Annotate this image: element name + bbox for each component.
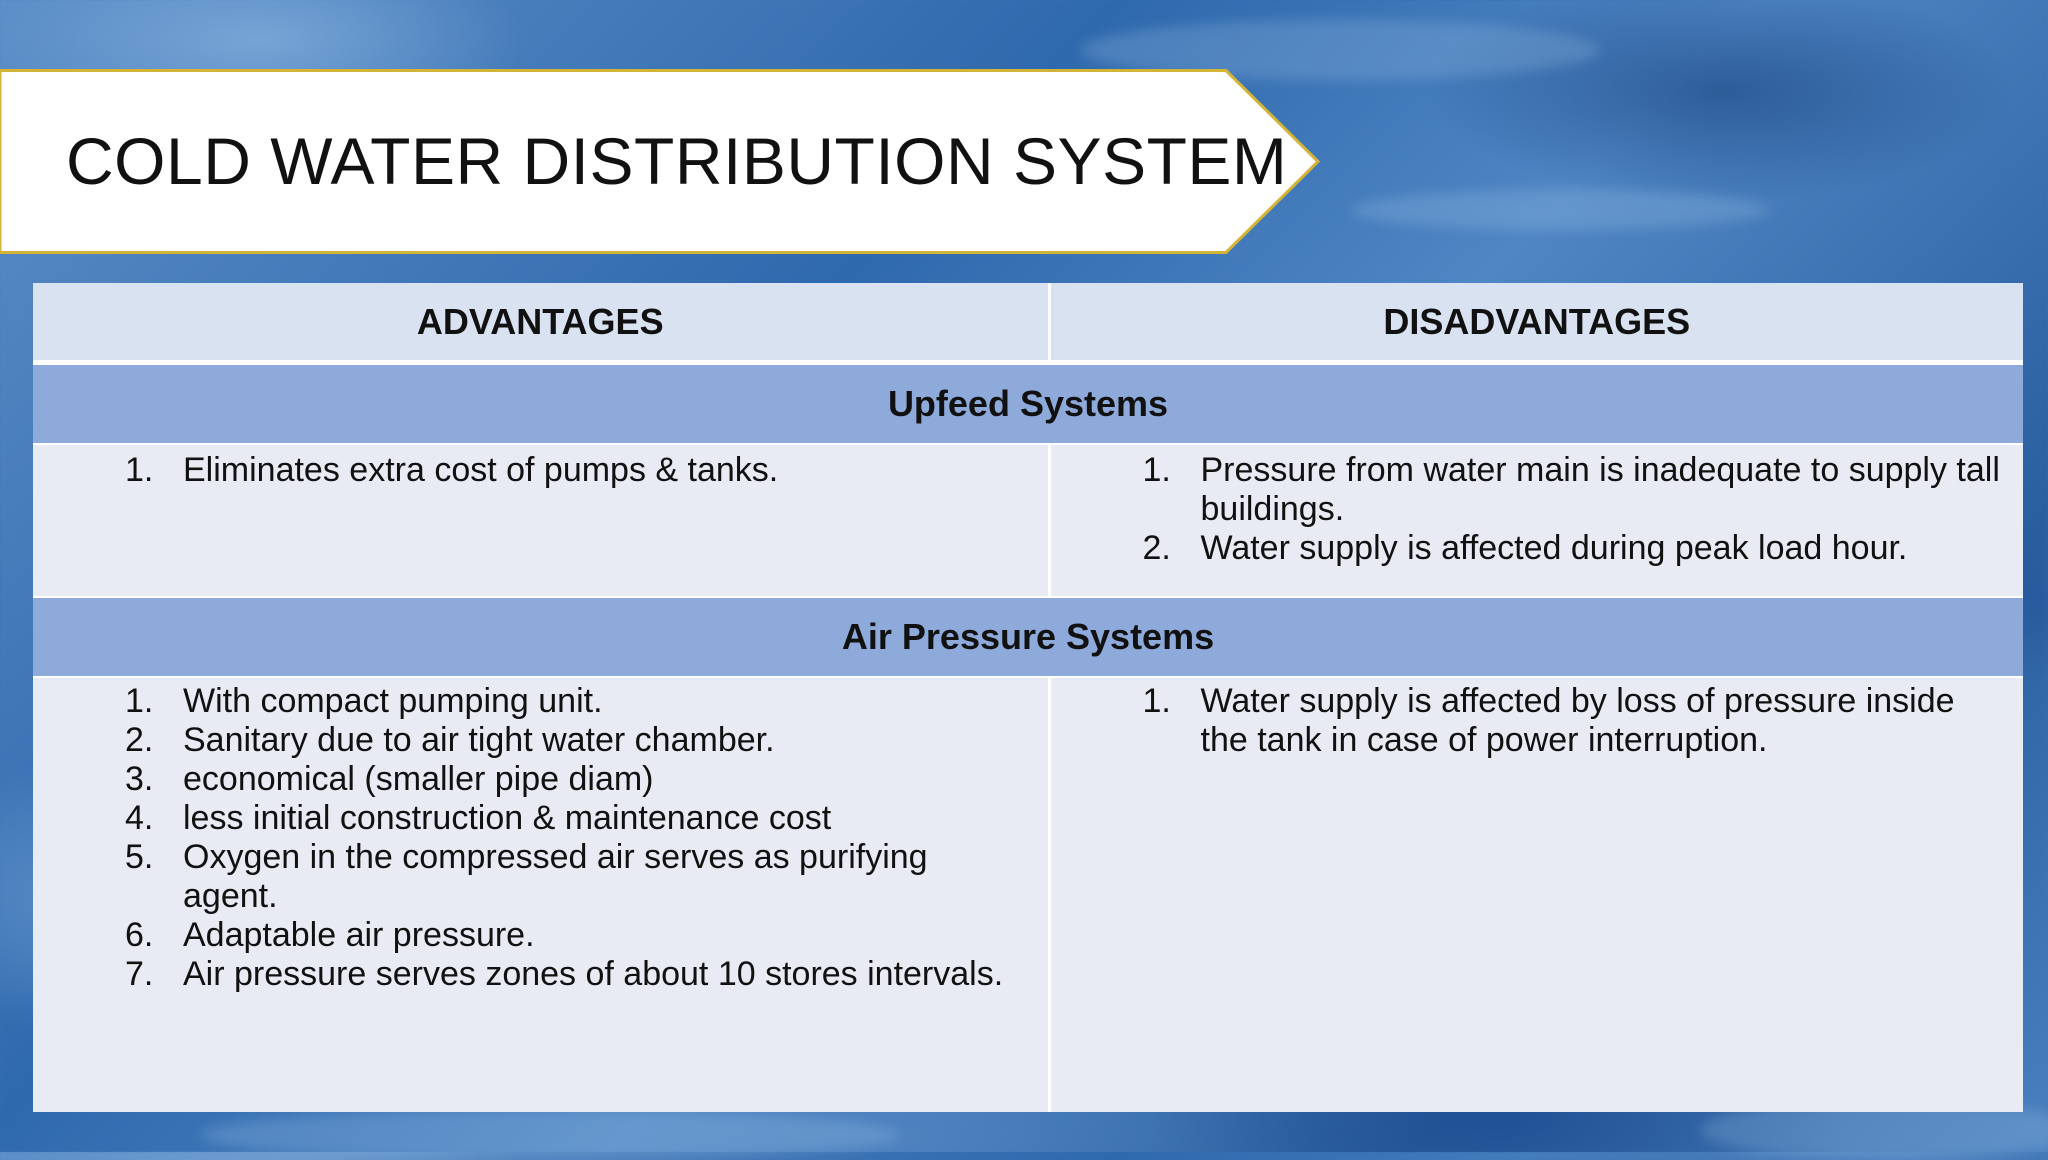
list-number: 4. xyxy=(125,799,154,837)
list-number: 5. xyxy=(125,838,154,876)
background-texture xyxy=(1350,190,1770,230)
list-number: 1. xyxy=(1142,682,1171,720)
list-text: Eliminates extra cost of pumps & tanks. xyxy=(183,451,779,489)
list-text: Air pressure serves zones of about 10 st… xyxy=(183,955,1004,993)
section-title-upfeed: Upfeed Systems xyxy=(33,362,2023,445)
air-pressure-disadvantages-cell: 1. Water supply is affected by loss of pr… xyxy=(1049,677,2023,1112)
background-texture xyxy=(200,1110,900,1160)
upfeed-advantages-cell: 1. Eliminates extra cost of pumps & tanks… xyxy=(33,444,1051,598)
upfeed-disadvantages-cell: 1. Pressure from water main is inadequate… xyxy=(1049,444,2024,598)
disadvantages-header: DISADVANTAGES xyxy=(1049,283,2023,365)
list-text: less initial construction & maintenance … xyxy=(183,799,832,837)
section-title-air-pressure: Air Pressure Systems xyxy=(33,597,2023,678)
list-number: 6. xyxy=(125,916,154,954)
list-item: 2. Water supply is affected during peak l… xyxy=(1051,529,2024,568)
list-number: 1. xyxy=(125,682,154,720)
list-number: 2. xyxy=(125,721,154,759)
list-number: 1. xyxy=(125,451,154,489)
list-text: Water supply is affected during peak loa… xyxy=(1200,529,1908,567)
upfeed-disadvantages-list: 1. Pressure from water main is inadequate… xyxy=(1051,451,2024,568)
list-number: 1. xyxy=(1142,451,1171,489)
advantages-header: ADVANTAGES xyxy=(33,283,1051,365)
list-text: Adaptable air pressure. xyxy=(183,916,535,954)
list-text: Pressure from water main is inadequate t… xyxy=(1200,451,2000,528)
table-header-row: ADVANTAGES DISADVANTAGES xyxy=(33,283,2023,365)
list-item: 1. Eliminates extra cost of pumps & tanks… xyxy=(33,451,1048,490)
list-text: economical (smaller pipe diam) xyxy=(183,760,654,798)
list-text: Sanitary due to air tight water chamber. xyxy=(183,721,775,759)
list-item: 3. economical (smaller pipe diam) xyxy=(33,760,1048,799)
list-item: 7. Air pressure serves zones of about 10 … xyxy=(33,955,1048,994)
air-pressure-advantages-cell: 1. With compact pumping unit. 2. Sanitary … xyxy=(33,677,1051,1112)
list-item: 2. Sanitary due to air tight water chambe… xyxy=(33,721,1048,760)
section-row-air-pressure: Air Pressure Systems xyxy=(33,597,2023,678)
list-item: 1. Water supply is affected by loss of pr… xyxy=(1051,682,2024,760)
title-banner-shape xyxy=(0,69,1321,254)
section-row-upfeed: Upfeed Systems xyxy=(33,362,2023,445)
list-item: 1. Pressure from water main is inadequate… xyxy=(1051,451,2024,529)
air-pressure-advantages-list: 1. With compact pumping unit. 2. Sanitary … xyxy=(33,682,1048,994)
table-row-air-pressure: 1. With compact pumping unit. 2. Sanitary … xyxy=(33,677,2023,1112)
list-item: 5. Oxygen in the compressed air serves as… xyxy=(33,838,1048,916)
upfeed-advantages-list: 1. Eliminates extra cost of pumps & tanks… xyxy=(33,451,1048,490)
list-text: Oxygen in the compressed air serves as p… xyxy=(183,838,928,915)
list-text: With compact pumping unit. xyxy=(183,682,603,720)
comparison-table: ADVANTAGES DISADVANTAGES Upfeed Systems … xyxy=(33,283,2023,1112)
list-item: 4. less initial construction & maintenanc… xyxy=(33,799,1048,838)
title-banner: COLD WATER DISTRIBUTION SYSTEM xyxy=(0,69,1322,254)
list-item: 6. Adaptable air pressure. xyxy=(33,916,1048,955)
air-pressure-disadvantages-list: 1. Water supply is affected by loss of pr… xyxy=(1051,682,2024,760)
table-row-upfeed: 1. Eliminates extra cost of pumps & tanks… xyxy=(33,444,2024,598)
slide-title: COLD WATER DISTRIBUTION SYSTEM xyxy=(66,124,1288,198)
list-text: Water supply is affected by loss of pres… xyxy=(1200,682,1955,759)
list-number: 3. xyxy=(125,760,154,798)
list-number: 2. xyxy=(1142,529,1171,567)
list-item: 1. With compact pumping unit. xyxy=(33,682,1048,721)
list-number: 7. xyxy=(125,955,154,993)
